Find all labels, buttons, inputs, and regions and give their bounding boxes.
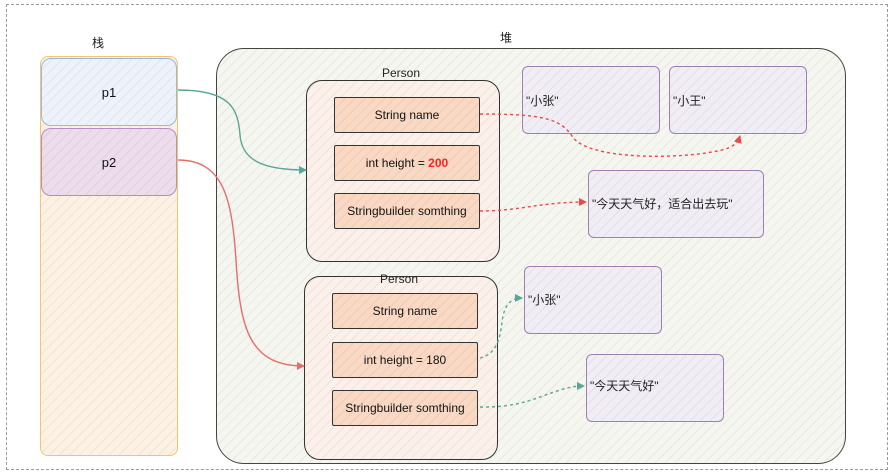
- heap-string-xiaowang: "小王": [669, 66, 807, 134]
- stack-cell-p1: p1: [41, 58, 177, 126]
- person-2-title: Person: [380, 272, 419, 286]
- heap-string-weather-short-text: "今天天气好": [590, 379, 659, 393]
- person-1-field-height: int height = 200: [334, 145, 480, 181]
- person-1-title: Person: [382, 66, 421, 80]
- heap-string-xiaozhang-2: "小张": [524, 266, 662, 334]
- heap-string-xiaowang-text: "小王": [673, 94, 706, 108]
- stack-label: 栈: [92, 36, 105, 50]
- heap-string-xiaozhang-1: "小张": [522, 66, 660, 134]
- person-1-height-label: int height =: [365, 156, 429, 170]
- stack-cell-p2: p2: [41, 128, 177, 196]
- heap-string-weather-long: "今天天气好，适合出去玩": [588, 170, 764, 238]
- person-1-field-something: Stringbuilder somthing: [334, 193, 480, 229]
- heap-string-xiaozhang-1-text: "小张": [526, 94, 559, 108]
- heap-string-xiaozhang-2-text: "小张": [528, 293, 561, 307]
- diagram-frame: [6, 4, 888, 470]
- person-2-field-something: Stringbuilder somthing: [332, 390, 478, 426]
- person-1-height-value: 200: [428, 156, 449, 170]
- person-1-field-name: String name: [334, 97, 480, 133]
- person-2-field-height: int height = 180: [332, 342, 478, 378]
- heap-string-weather-long-text: "今天天气好，适合出去玩": [592, 197, 733, 211]
- person-2-field-name: String name: [332, 293, 478, 329]
- heap-label: 堆: [500, 31, 513, 45]
- heap-string-weather-short: "今天天气好": [586, 354, 724, 422]
